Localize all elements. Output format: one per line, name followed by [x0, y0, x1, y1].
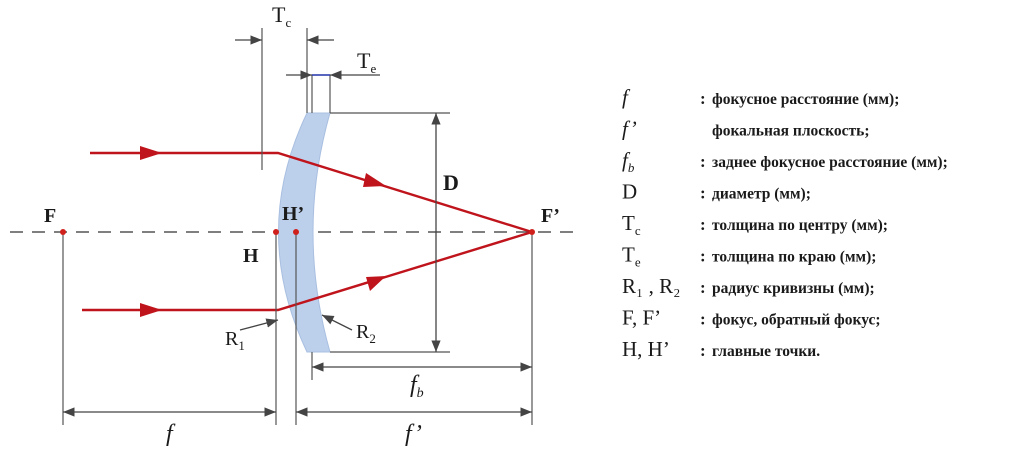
- legend-description: радиус кривизны (мм);: [712, 280, 875, 297]
- label-h: H: [243, 245, 259, 267]
- legend-separator: :: [700, 184, 706, 203]
- legend-symbol: f’: [622, 117, 637, 141]
- legend-symbol: Tc: [622, 211, 641, 238]
- legend-symbol: R₁ , R₂: [622, 274, 680, 298]
- legend-item: Te: толщина по краю (мм);: [622, 243, 876, 270]
- legend-separator: :: [700, 278, 706, 297]
- legend-symbol: Te: [622, 243, 641, 270]
- label-h-prime: H’: [282, 203, 304, 225]
- label-f-back: F’: [541, 205, 560, 227]
- legend-item: D: диаметр (мм);: [622, 180, 811, 204]
- legend-description: толщина по краю (мм);: [712, 249, 876, 266]
- legend-item: Tc: толщина по центру (мм);: [622, 211, 888, 238]
- point-f: [60, 229, 66, 235]
- label-tc: Tc: [272, 2, 291, 30]
- legend-symbol: H, H’: [622, 337, 670, 361]
- legend-symbol: D: [622, 180, 637, 204]
- point-h-prime: [293, 229, 299, 235]
- legend-symbol: F, F’: [622, 306, 661, 330]
- legend-description: фокус, обратный фокус;: [712, 312, 881, 329]
- legend-description: фокальная плоскость;: [712, 123, 869, 140]
- legend-separator: :: [700, 247, 706, 266]
- label-f-front: F: [44, 205, 56, 227]
- label-te: Te: [357, 48, 376, 76]
- ray-arrowheads: [140, 146, 386, 317]
- legend-item: F, F’: фокус, обратный фокус;: [622, 306, 881, 330]
- legend-symbol: fb: [622, 148, 635, 175]
- legend-description: толщина по центру (мм);: [712, 217, 888, 234]
- legend-separator: :: [700, 341, 706, 360]
- legend-item: f’ фокальная плоскость;: [622, 117, 869, 141]
- legend-separator: :: [700, 310, 706, 329]
- label-f: f: [166, 421, 176, 447]
- legend-description: диаметр (мм);: [712, 186, 811, 203]
- legend-description: заднее фокусное расстояние (мм);: [712, 154, 948, 171]
- key-points: [60, 229, 535, 235]
- label-r2: R2: [356, 321, 376, 346]
- dimension-lines: [63, 35, 532, 417]
- point-h: [273, 229, 279, 235]
- label-d: D: [443, 170, 459, 195]
- legend: f: фокусное расстояние (мм); f’ фокальная п…: [622, 85, 948, 361]
- label-fb: fb: [410, 372, 424, 401]
- legend-separator: :: [700, 152, 706, 171]
- legend-item: R₁ , R₂: радиус кривизны (мм);: [622, 274, 875, 298]
- legend-item: H, H’: главные точки.: [622, 337, 820, 361]
- legend-item: f: фокусное расстояние (мм);: [622, 85, 899, 109]
- legend-description: главные точки.: [712, 343, 820, 360]
- legend-symbol: f: [622, 85, 631, 109]
- label-f-prime: f’: [405, 421, 422, 447]
- legend-separator: :: [700, 89, 706, 108]
- label-r1: R1: [225, 328, 245, 353]
- legend-item: fb: заднее фокусное расстояние (мм);: [622, 148, 948, 175]
- lens-body: [278, 112, 331, 353]
- legend-separator: :: [700, 215, 706, 234]
- point-f-prime: [529, 229, 535, 235]
- legend-description: фокусное расстояние (мм);: [712, 91, 899, 108]
